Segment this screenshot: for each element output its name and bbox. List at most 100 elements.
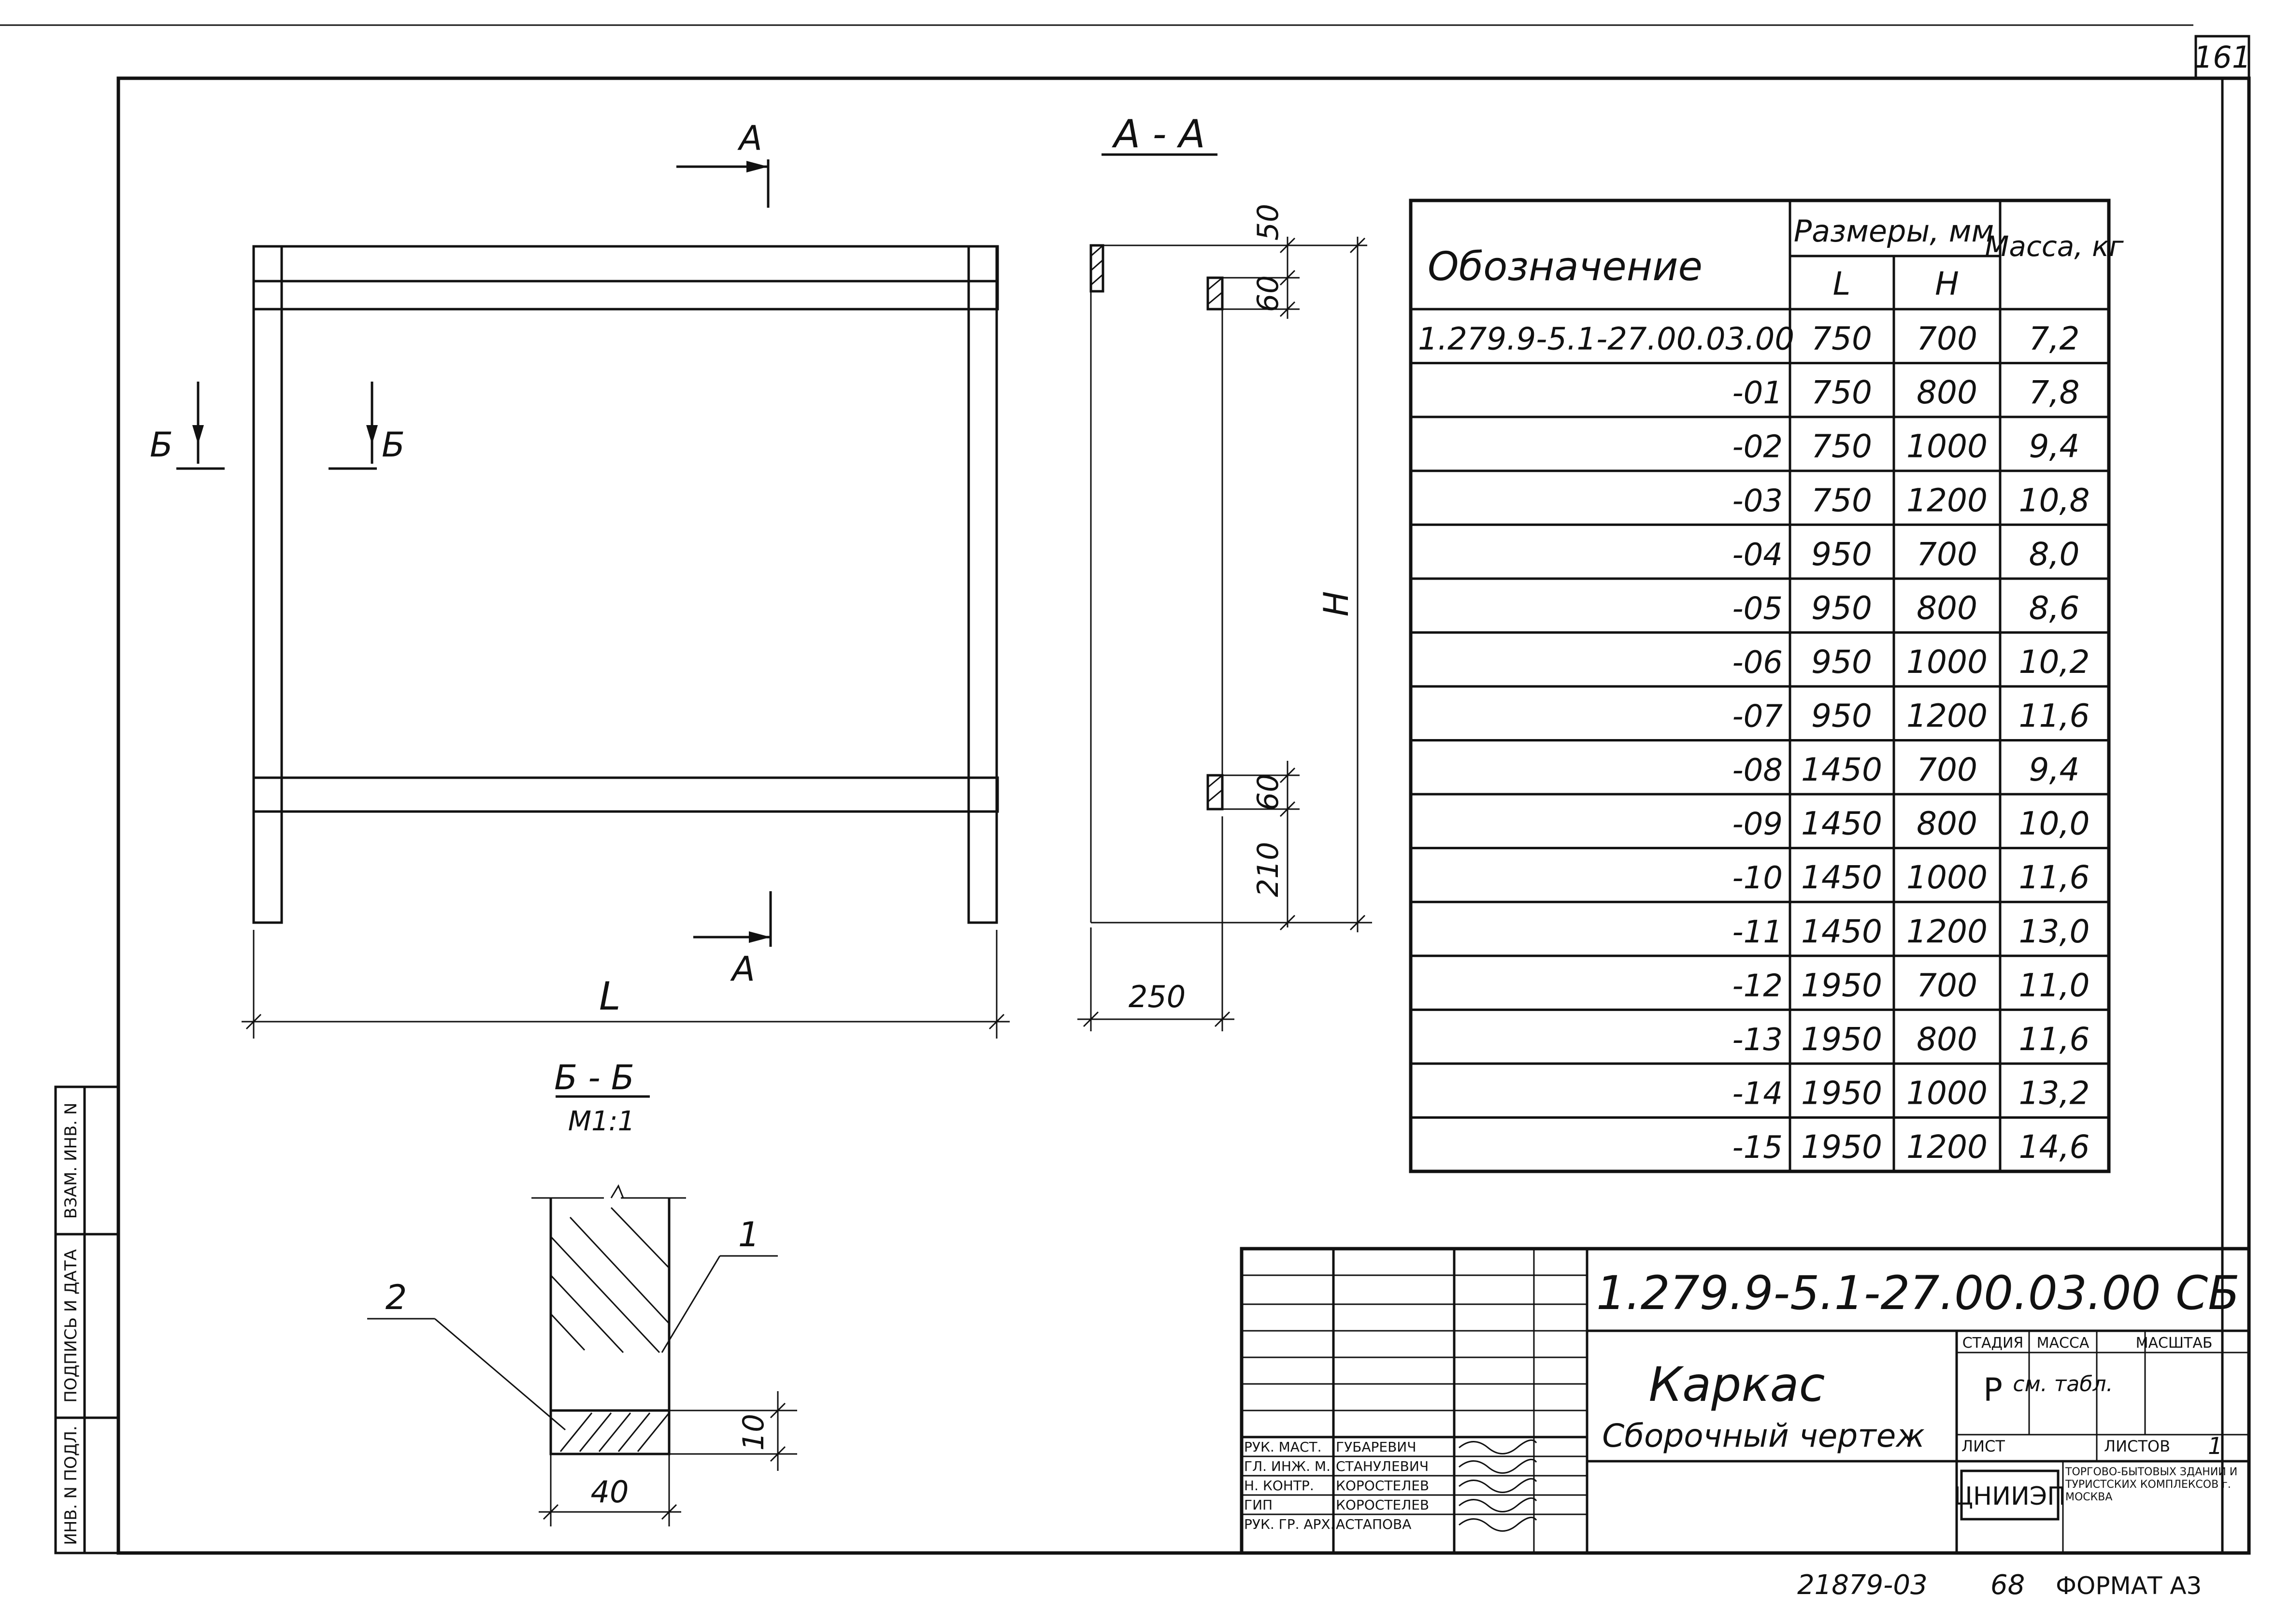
row-code: -01 (1732, 375, 1783, 411)
header-designation: Обозначение (1428, 244, 1703, 290)
header-dimensions: Размеры, мм (1794, 214, 1994, 249)
main-view: А А Б Б L (150, 118, 1010, 1039)
row-length: 750 (1811, 320, 1872, 357)
row-mass: 10,0 (2019, 805, 2090, 842)
role-row: Н. КОНТР.КОРОСТЕЛЕВ (1244, 1478, 1537, 1494)
row-mass: 11,6 (2019, 698, 2090, 735)
row-height: 800 (1917, 1021, 1977, 1058)
role-name: КОРОСТЕЛЕВ (1336, 1478, 1429, 1494)
signature-mark (1459, 1516, 1537, 1532)
row-length: 950 (1811, 589, 1872, 627)
row-height: 1000 (1906, 859, 1988, 896)
section-aa: А - А 50 60 60 210 H (1077, 112, 1372, 1031)
row-code: -04 (1732, 537, 1783, 573)
role-title: ГЛ. ИНЖ. М. (1244, 1458, 1331, 1474)
row-height: 1200 (1906, 482, 1988, 519)
row-height: 800 (1917, 805, 1977, 842)
signature-mark (1459, 1478, 1537, 1493)
role-title: РУК. МАСТ. (1244, 1439, 1322, 1455)
row-height: 1200 (1906, 1128, 1988, 1166)
mass-value: см. табл. (2013, 1372, 2113, 1396)
drawing-title: Каркас (1649, 1357, 1825, 1412)
row-length: 950 (1811, 698, 1872, 735)
header-h: H (1935, 265, 1959, 302)
row-mass: 10,8 (2019, 482, 2090, 519)
table-row: -11 1450 1200 13,0 (1411, 913, 2109, 957)
role-row: РУК. ГР. АРХ.АСТАПОВА (1244, 1516, 1537, 1532)
callout-2: 2 (386, 1278, 407, 1317)
header-l: L (1833, 265, 1851, 302)
row-mass: 11,6 (2019, 1021, 2090, 1058)
row-height: 700 (1917, 536, 1977, 573)
row-height: 800 (1917, 589, 1977, 627)
row-length: 1950 (1801, 1128, 1882, 1166)
section-aa-title: А - А (1111, 112, 1205, 157)
row-code: -11 (1732, 914, 1783, 950)
row-length: 1450 (1801, 805, 1882, 842)
row-code: -12 (1732, 968, 1783, 1004)
row-mass: 13,2 (2019, 1074, 2090, 1111)
row-mass: 14,6 (2019, 1128, 2090, 1166)
dim-top-gap: 50 (1251, 204, 1285, 241)
sheet-number-box (2194, 35, 2250, 80)
section-bb: Б - Б М1:1 40 10 1 2 (367, 1058, 797, 1526)
signature-mark (1459, 1439, 1537, 1454)
inv-replace-label: ВЗАМ. ИНВ. N (61, 1103, 81, 1219)
sheet-label: ЛИСТ (1961, 1437, 2005, 1455)
row-length: 750 (1811, 374, 1872, 411)
row-length: 1450 (1801, 913, 1882, 950)
header-mass: Масса, кг (1985, 230, 2124, 263)
signature-mark (1459, 1458, 1537, 1474)
archive-number: 21879-03 (1797, 1569, 1928, 1601)
role-row: ГЛ. ИНЖ. М.СТАНУЛЕВИЧ (1244, 1458, 1537, 1474)
row-code: -10 (1732, 860, 1783, 896)
dim-bb-height: 10 (737, 1414, 771, 1451)
role-row: РУК. МАСТ.ГУБАРЕВИЧ (1244, 1439, 1537, 1455)
role-title: РУК. ГР. АРХ. (1244, 1516, 1335, 1532)
dim-bb-width: 40 (591, 1474, 629, 1510)
row-length: 1950 (1801, 1021, 1882, 1058)
row-height: 1200 (1906, 913, 1988, 950)
row-mass: 8,0 (2029, 536, 2080, 573)
row-length: 750 (1811, 428, 1872, 465)
row-length: 750 (1811, 482, 1872, 519)
dim-height-label: H (1317, 591, 1356, 617)
row-length: 1450 (1801, 751, 1882, 788)
row-height: 700 (1917, 320, 1977, 357)
callout-1: 1 (738, 1215, 760, 1254)
role-name: КОРОСТЕЛЕВ (1336, 1497, 1429, 1513)
row-code: -06 (1732, 645, 1783, 681)
dim-section-width: 250 (1129, 979, 1186, 1014)
row-length: 1950 (1801, 967, 1882, 1004)
row-height: 700 (1917, 967, 1977, 1004)
inv-orig-label: ИНВ. N ПОДЛ. (61, 1425, 81, 1545)
roles-rows: РУК. МАСТ.ГУБАРЕВИЧ ГЛ. ИНЖ. М.СТАНУЛЕВИЧ… (1244, 1439, 1537, 1532)
dim-lower-bar: 60 (1251, 774, 1285, 811)
row-code: -02 (1732, 429, 1783, 465)
dim-bottom-leg: 210 (1251, 842, 1285, 897)
row-height: 700 (1917, 751, 1977, 788)
row-code: 1.279.9-5.1-27.00.03.00 (1418, 322, 1794, 357)
cut-a-bottom-label: А (730, 949, 755, 989)
signature-mark (1459, 1497, 1537, 1512)
sheets-label: ЛИСТОВ (2104, 1437, 2170, 1455)
row-height: 1000 (1906, 428, 1988, 465)
row-mass: 13,0 (2019, 913, 2090, 950)
sheets-value: 1 (2208, 1433, 2223, 1460)
cut-a-top-label: А (737, 118, 762, 158)
row-mass: 9,4 (2029, 428, 2080, 465)
variants-table: Обозначение Размеры, мм Масса, кг L H 1.… (1409, 199, 2124, 1173)
sheet-number: 161 (2194, 40, 2251, 75)
